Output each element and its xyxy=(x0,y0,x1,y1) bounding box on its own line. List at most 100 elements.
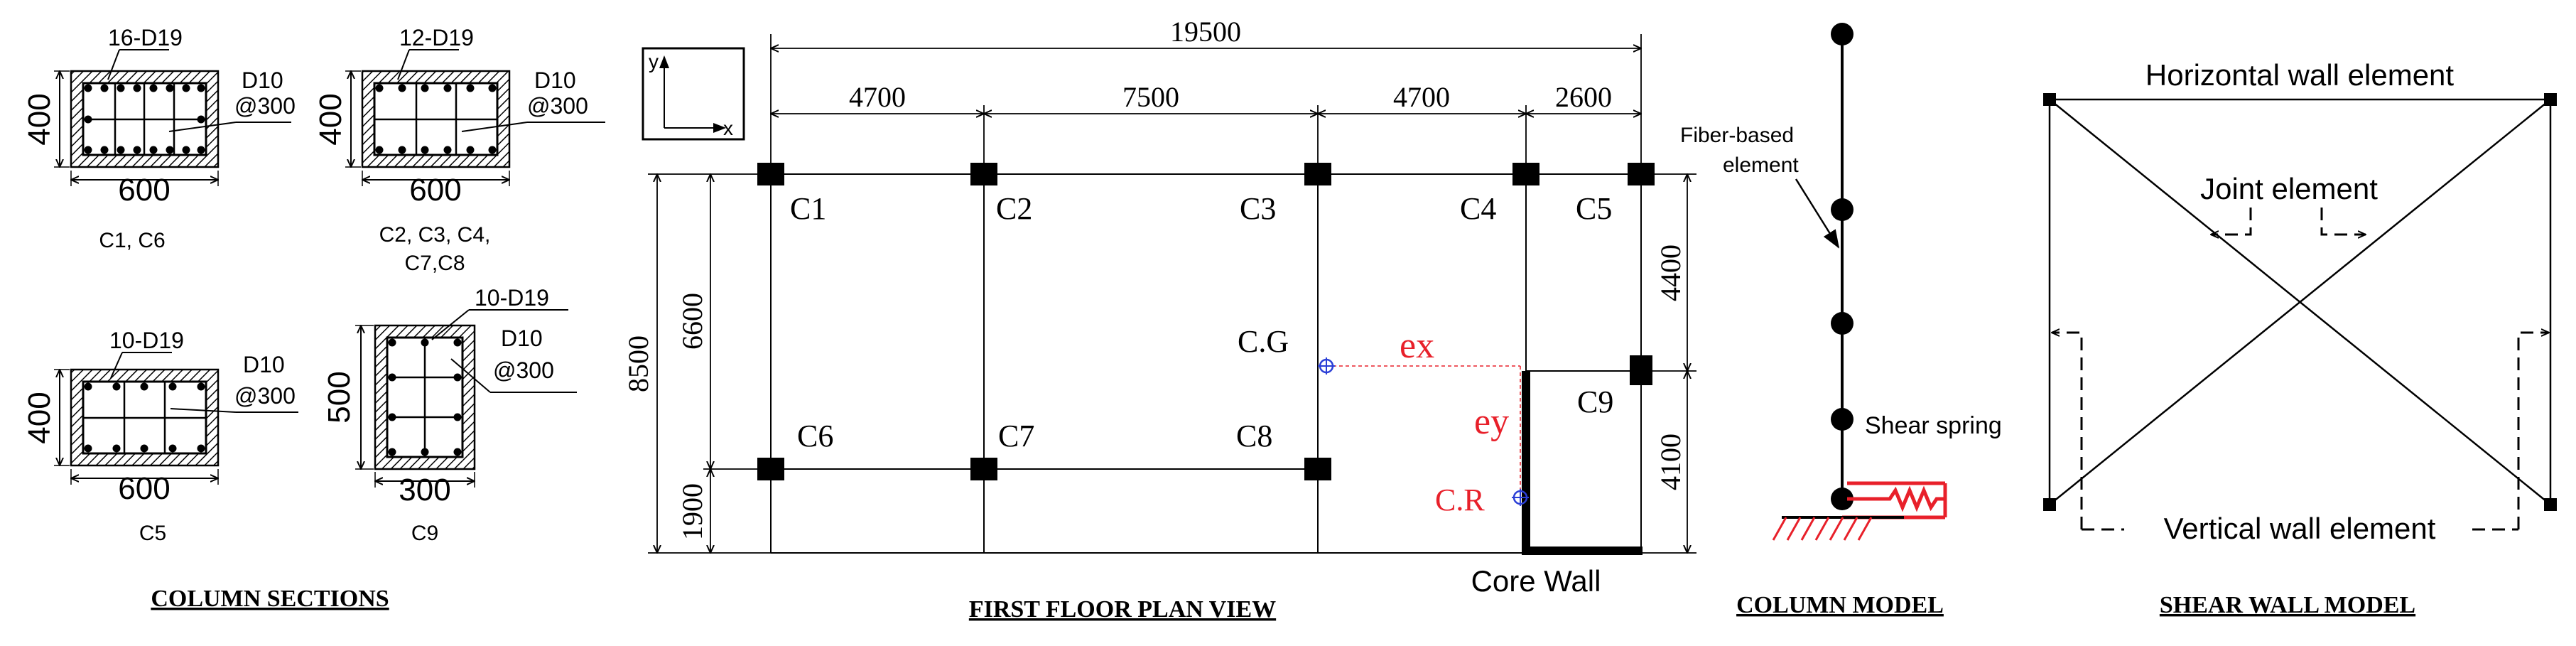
left-dimensions xyxy=(648,174,771,553)
tie-leader xyxy=(168,122,237,132)
shear-spring-label: Shear spring xyxy=(1865,412,2002,439)
vertical-wall-leaders xyxy=(2052,333,2549,531)
height-label: 400 xyxy=(22,392,57,443)
column-c2 xyxy=(970,163,997,185)
dim-span-2: 7500 xyxy=(1122,81,1179,113)
cr-label: C.R xyxy=(1435,483,1485,517)
wall-nodes xyxy=(2043,93,2557,511)
column-label-c1: C1 xyxy=(790,191,826,226)
column-label-c5: C5 xyxy=(1576,191,1612,226)
plan-view-panel: y x 19500 4700 7500 4700 2600 xyxy=(622,16,1696,623)
rebar-set xyxy=(375,84,497,154)
axis-y-label: y xyxy=(649,50,659,72)
tie-size-label: D10 xyxy=(534,68,576,93)
column-label-c6: C6 xyxy=(797,419,833,453)
section-c9: 10-D19 D10 @300 500 300 C9 xyxy=(322,285,577,545)
fiber-element-label-line1: Fiber-based xyxy=(1680,124,1794,147)
rebar-set xyxy=(84,382,205,453)
floor-grid xyxy=(770,173,1642,554)
ey-label: ey xyxy=(1474,402,1509,442)
wall-frame xyxy=(2048,98,2552,505)
section-c2-c8: 12-D19 D10 @300 400 600 C2, C3, C4, C7,C… xyxy=(313,25,605,275)
fiber-element-pointer xyxy=(1795,178,1840,249)
column-c1 xyxy=(757,163,784,185)
tie-spacing-label: @300 xyxy=(234,383,296,409)
tie-size-label: D10 xyxy=(501,325,543,351)
column-label-c7: C7 xyxy=(998,419,1034,453)
column-c5 xyxy=(1628,163,1655,185)
shear-spring xyxy=(1842,481,1947,520)
core-wall-label: Core Wall xyxy=(1471,564,1601,598)
bars-leader xyxy=(107,49,120,80)
dim-right-span-1: 4400 xyxy=(1655,244,1687,301)
column-label-c4: C4 xyxy=(1460,191,1496,226)
dim-span-4: 2600 xyxy=(1555,81,1612,113)
cg-label: C.G xyxy=(1238,324,1289,359)
dim-span-1: 4700 xyxy=(849,81,906,113)
tie-spacing-label: @300 xyxy=(234,93,296,119)
column-label-c3: C3 xyxy=(1240,191,1276,226)
tie-size-label: D10 xyxy=(243,352,285,377)
tie-spacing-label: @300 xyxy=(493,357,554,383)
section-name: C1, C6 xyxy=(99,229,165,252)
core-wall xyxy=(1522,371,1643,555)
axis-x-label: x xyxy=(723,117,733,139)
rebar-set xyxy=(84,84,205,154)
height-label: 400 xyxy=(313,93,348,145)
column-sections-panel: 16-D19 D10 @300 400 600 C1, C6 xyxy=(22,25,605,612)
dim-left-span-2: 1900 xyxy=(676,483,708,540)
fiber-element-label-line2: element xyxy=(1723,154,1799,177)
column-label-c2: C2 xyxy=(996,191,1032,226)
rebar-set xyxy=(388,338,462,456)
bars-label: 10-D19 xyxy=(475,285,549,311)
column-model-panel: Fiber-based element Shear spring COLUMN … xyxy=(1680,23,2002,618)
vertical-wall-label: Vertical wall element xyxy=(2164,512,2436,545)
tie-leader xyxy=(461,122,528,132)
column-markers xyxy=(757,163,1655,480)
tie-spacing-label: @300 xyxy=(527,93,588,119)
column-label-c8: C8 xyxy=(1236,419,1272,453)
bars-label: 12-D19 xyxy=(399,25,474,50)
width-label: 600 xyxy=(409,173,461,208)
bars-leader xyxy=(110,352,123,379)
dim-left-span-1: 6600 xyxy=(676,293,708,350)
dim-right-span-2: 4100 xyxy=(1655,434,1687,490)
bars-leader xyxy=(397,49,410,80)
tie-size-label: D10 xyxy=(242,68,283,93)
bars-leader xyxy=(431,309,470,340)
width-label: 600 xyxy=(118,173,170,208)
section-c1-c6: 16-D19 D10 @300 400 600 C1, C6 xyxy=(22,25,296,252)
dim-total: 19500 xyxy=(1170,16,1241,48)
joint-element-leaders xyxy=(2211,208,2366,235)
column-label-c9: C9 xyxy=(1577,384,1613,419)
section-name-line1: C2, C3, C4, xyxy=(379,223,491,247)
ex-label: ex xyxy=(1400,325,1434,366)
column-c4 xyxy=(1512,163,1539,185)
ground-hatch xyxy=(1772,517,1873,541)
column-model-caption: COLUMN MODEL xyxy=(1736,592,1944,618)
height-label: 400 xyxy=(22,93,57,145)
section-name: C5 xyxy=(139,522,166,545)
section-name: C9 xyxy=(411,522,438,545)
dim-span-3: 4700 xyxy=(1393,81,1450,113)
horizontal-wall-label: Horizontal wall element xyxy=(2145,58,2455,92)
column-c6 xyxy=(757,458,784,480)
dim-left-total: 8500 xyxy=(622,335,654,392)
cr-marker xyxy=(1512,489,1529,506)
model-nodes xyxy=(1831,23,1853,510)
column-c9 xyxy=(1630,355,1652,385)
column-c3 xyxy=(1304,163,1331,185)
shear-wall-panel: Horizontal wall element Joint element Ve… xyxy=(2043,58,2557,618)
width-label: 300 xyxy=(399,473,450,507)
shear-wall-caption: SHEAR WALL MODEL xyxy=(2160,592,2415,618)
section-c5: 10-D19 D10 @300 400 600 C5 xyxy=(22,328,298,545)
plan-view-caption: FIRST FLOOR PLAN VIEW xyxy=(969,596,1276,623)
height-label: 500 xyxy=(322,371,357,423)
section-name-line2: C7,C8 xyxy=(404,252,465,275)
tie-leader xyxy=(450,358,491,393)
bars-label: 16-D19 xyxy=(108,25,183,50)
column-c8 xyxy=(1304,458,1331,480)
width-label: 600 xyxy=(118,471,170,506)
cg-marker xyxy=(1318,357,1335,375)
